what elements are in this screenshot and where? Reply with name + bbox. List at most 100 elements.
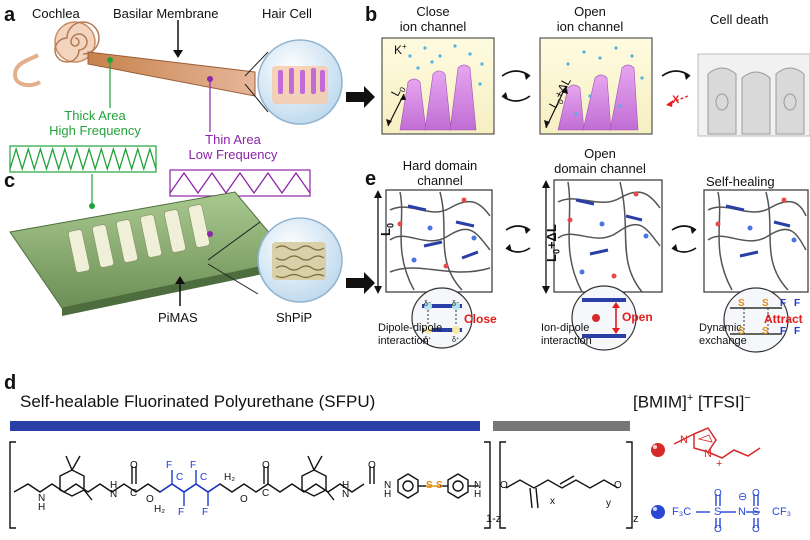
- soft-segment-bar: [493, 421, 630, 431]
- soft-sub-x: x: [550, 496, 555, 507]
- atom-n-3: N: [342, 489, 350, 500]
- f-atom-bottom-1: F: [780, 326, 787, 337]
- l-delta-e-symbol: L: [544, 254, 559, 262]
- atom-n-4: N: [384, 480, 392, 491]
- atom-o-4: O: [262, 460, 270, 471]
- bmim-n-1: N: [680, 434, 688, 446]
- tfsi-label: [TFSI]: [698, 392, 745, 412]
- ionic-liquid-structures: [651, 427, 761, 528]
- cochlea-label: Cochlea: [32, 6, 80, 21]
- open-domain-title-l1: Open: [584, 146, 616, 161]
- dipole-dipole-l1: Dipole-dipole: [378, 322, 443, 334]
- ion-dipole-label: Ion-dipole interaction: [541, 322, 592, 348]
- low-frequency-text: Low Frequency: [188, 147, 278, 162]
- cochlea-illustration: [12, 20, 375, 125]
- soft-sub-y: y: [606, 498, 611, 509]
- open-ion-channel-title: Open ion channel: [535, 4, 645, 34]
- atom-o-7: O: [614, 480, 622, 491]
- atom-o-2: O: [146, 494, 154, 505]
- bmim-n-2: N: [704, 448, 712, 460]
- atom-h2-2: H₂: [224, 472, 236, 483]
- pimas-device: [9, 174, 375, 316]
- ion-channel-panels: [381, 37, 810, 137]
- l-delta-label-e: L0+ΔL: [544, 224, 562, 262]
- atom-o-1: O: [130, 460, 138, 471]
- atom-o-3: O: [240, 494, 248, 505]
- delta-plus-1: δ⁺: [424, 337, 432, 344]
- s-atom-bottom-2: S: [762, 326, 769, 337]
- s-atom-bottom-1: S: [738, 326, 745, 337]
- tfsi-s-2: S: [752, 506, 760, 518]
- delta-minus-1: δ⁻: [424, 301, 432, 308]
- sfpu-structure: [9, 441, 633, 529]
- s-atom-top-1: S: [738, 298, 745, 309]
- hair-cell-label: Hair Cell: [262, 6, 312, 21]
- attract-label: Attract: [764, 312, 803, 326]
- self-healing-title: Self-healing: [706, 174, 775, 189]
- high-frequency-wave: [9, 145, 157, 173]
- dipole-dipole-label: Dipole-dipole interaction: [378, 322, 442, 348]
- basilar-membrane-label: Basilar Membrane: [113, 6, 219, 21]
- open-domain-title: Open domain channel: [540, 146, 660, 176]
- ion-dipole-l1: Ion-dipole: [541, 322, 590, 334]
- tfsi-cf3-right: CF₃: [772, 506, 792, 518]
- delta-minus-2: δ⁻: [452, 301, 460, 308]
- atom-c-3: C: [200, 472, 208, 483]
- hard-segment-bar: [10, 421, 480, 431]
- atom-n-5: N: [474, 480, 482, 491]
- thick-area-label: Thick Area High Frequency: [30, 108, 160, 138]
- atom-h-3: H: [342, 480, 350, 491]
- bmim-label: [BMIM]: [633, 392, 687, 412]
- panel-label-a: a: [4, 4, 16, 26]
- f-atom-top-2: F: [794, 298, 801, 309]
- l0-e-symbol: L: [378, 228, 393, 236]
- segment-sub-1z: 1-z: [486, 513, 502, 525]
- low-frequency-wave: [169, 169, 311, 197]
- atom-c-1: C: [130, 488, 138, 499]
- k-plus-symbol: K: [394, 43, 403, 57]
- atom-o-6: O: [500, 480, 508, 491]
- delta-plus-2: δ⁺: [452, 337, 460, 344]
- sfpu-title: Self-healable Fluorinated Polyurethane (…: [20, 392, 376, 411]
- open-domain-title-l2: domain channel: [554, 161, 646, 176]
- close-label: Close: [464, 312, 497, 326]
- tfsi-s-1: S: [714, 506, 722, 518]
- fluorine-3: F: [178, 507, 185, 518]
- panel-label-c: c: [4, 170, 16, 192]
- sulfur-1: S: [426, 480, 433, 491]
- thin-area-label: Thin Area Low Frequency: [168, 132, 298, 162]
- open-label: Open: [622, 310, 653, 324]
- f-atom-bottom-2: F: [794, 326, 801, 337]
- l-delta-e-rest: +ΔL: [544, 224, 559, 250]
- tfsi-o-1: O: [714, 488, 722, 499]
- k-plus-label: K+: [394, 42, 407, 57]
- high-frequency-text: High Frequency: [49, 123, 141, 138]
- fluorine-2: F: [190, 460, 197, 471]
- tfsi-n: N: [738, 506, 746, 518]
- bmim-charge: +: [686, 392, 694, 404]
- f-atom-top-1: F: [780, 298, 787, 309]
- hard-domain-title-l1: Hard domain: [402, 158, 478, 173]
- segment-sub-z: z: [633, 513, 639, 525]
- cell-death-title: Cell death: [710, 12, 769, 27]
- hard-domain-title: Hard domain channel: [385, 158, 495, 188]
- tfsi-o-3: O: [752, 488, 760, 499]
- fluorine-1: F: [166, 460, 173, 471]
- shpip-label: ShPiP: [276, 310, 313, 325]
- atom-o-5: O: [368, 460, 376, 471]
- thick-area-text: Thick Area: [64, 108, 126, 123]
- dynamic-exchange-l1: Dynamic: [699, 322, 742, 334]
- close-ion-channel-title: Close ion channel: [378, 4, 488, 34]
- hard-domain-title-l2: channel: [417, 173, 463, 188]
- bmim-plus: +: [716, 458, 723, 470]
- k-plus-charge: +: [402, 42, 407, 51]
- panel-label-b: b: [365, 4, 378, 26]
- atom-h-5: H: [474, 489, 482, 500]
- tfsi-o-4: O: [752, 524, 760, 535]
- domain-channel-panels: [374, 179, 809, 353]
- thin-area-text: Thin Area: [205, 132, 261, 147]
- tfsi-cf3-left: F₃C: [672, 506, 692, 518]
- s-atom-top-2: S: [762, 298, 769, 309]
- cochlea-spiral: [12, 21, 100, 88]
- atom-h2-1: H₂: [154, 504, 166, 515]
